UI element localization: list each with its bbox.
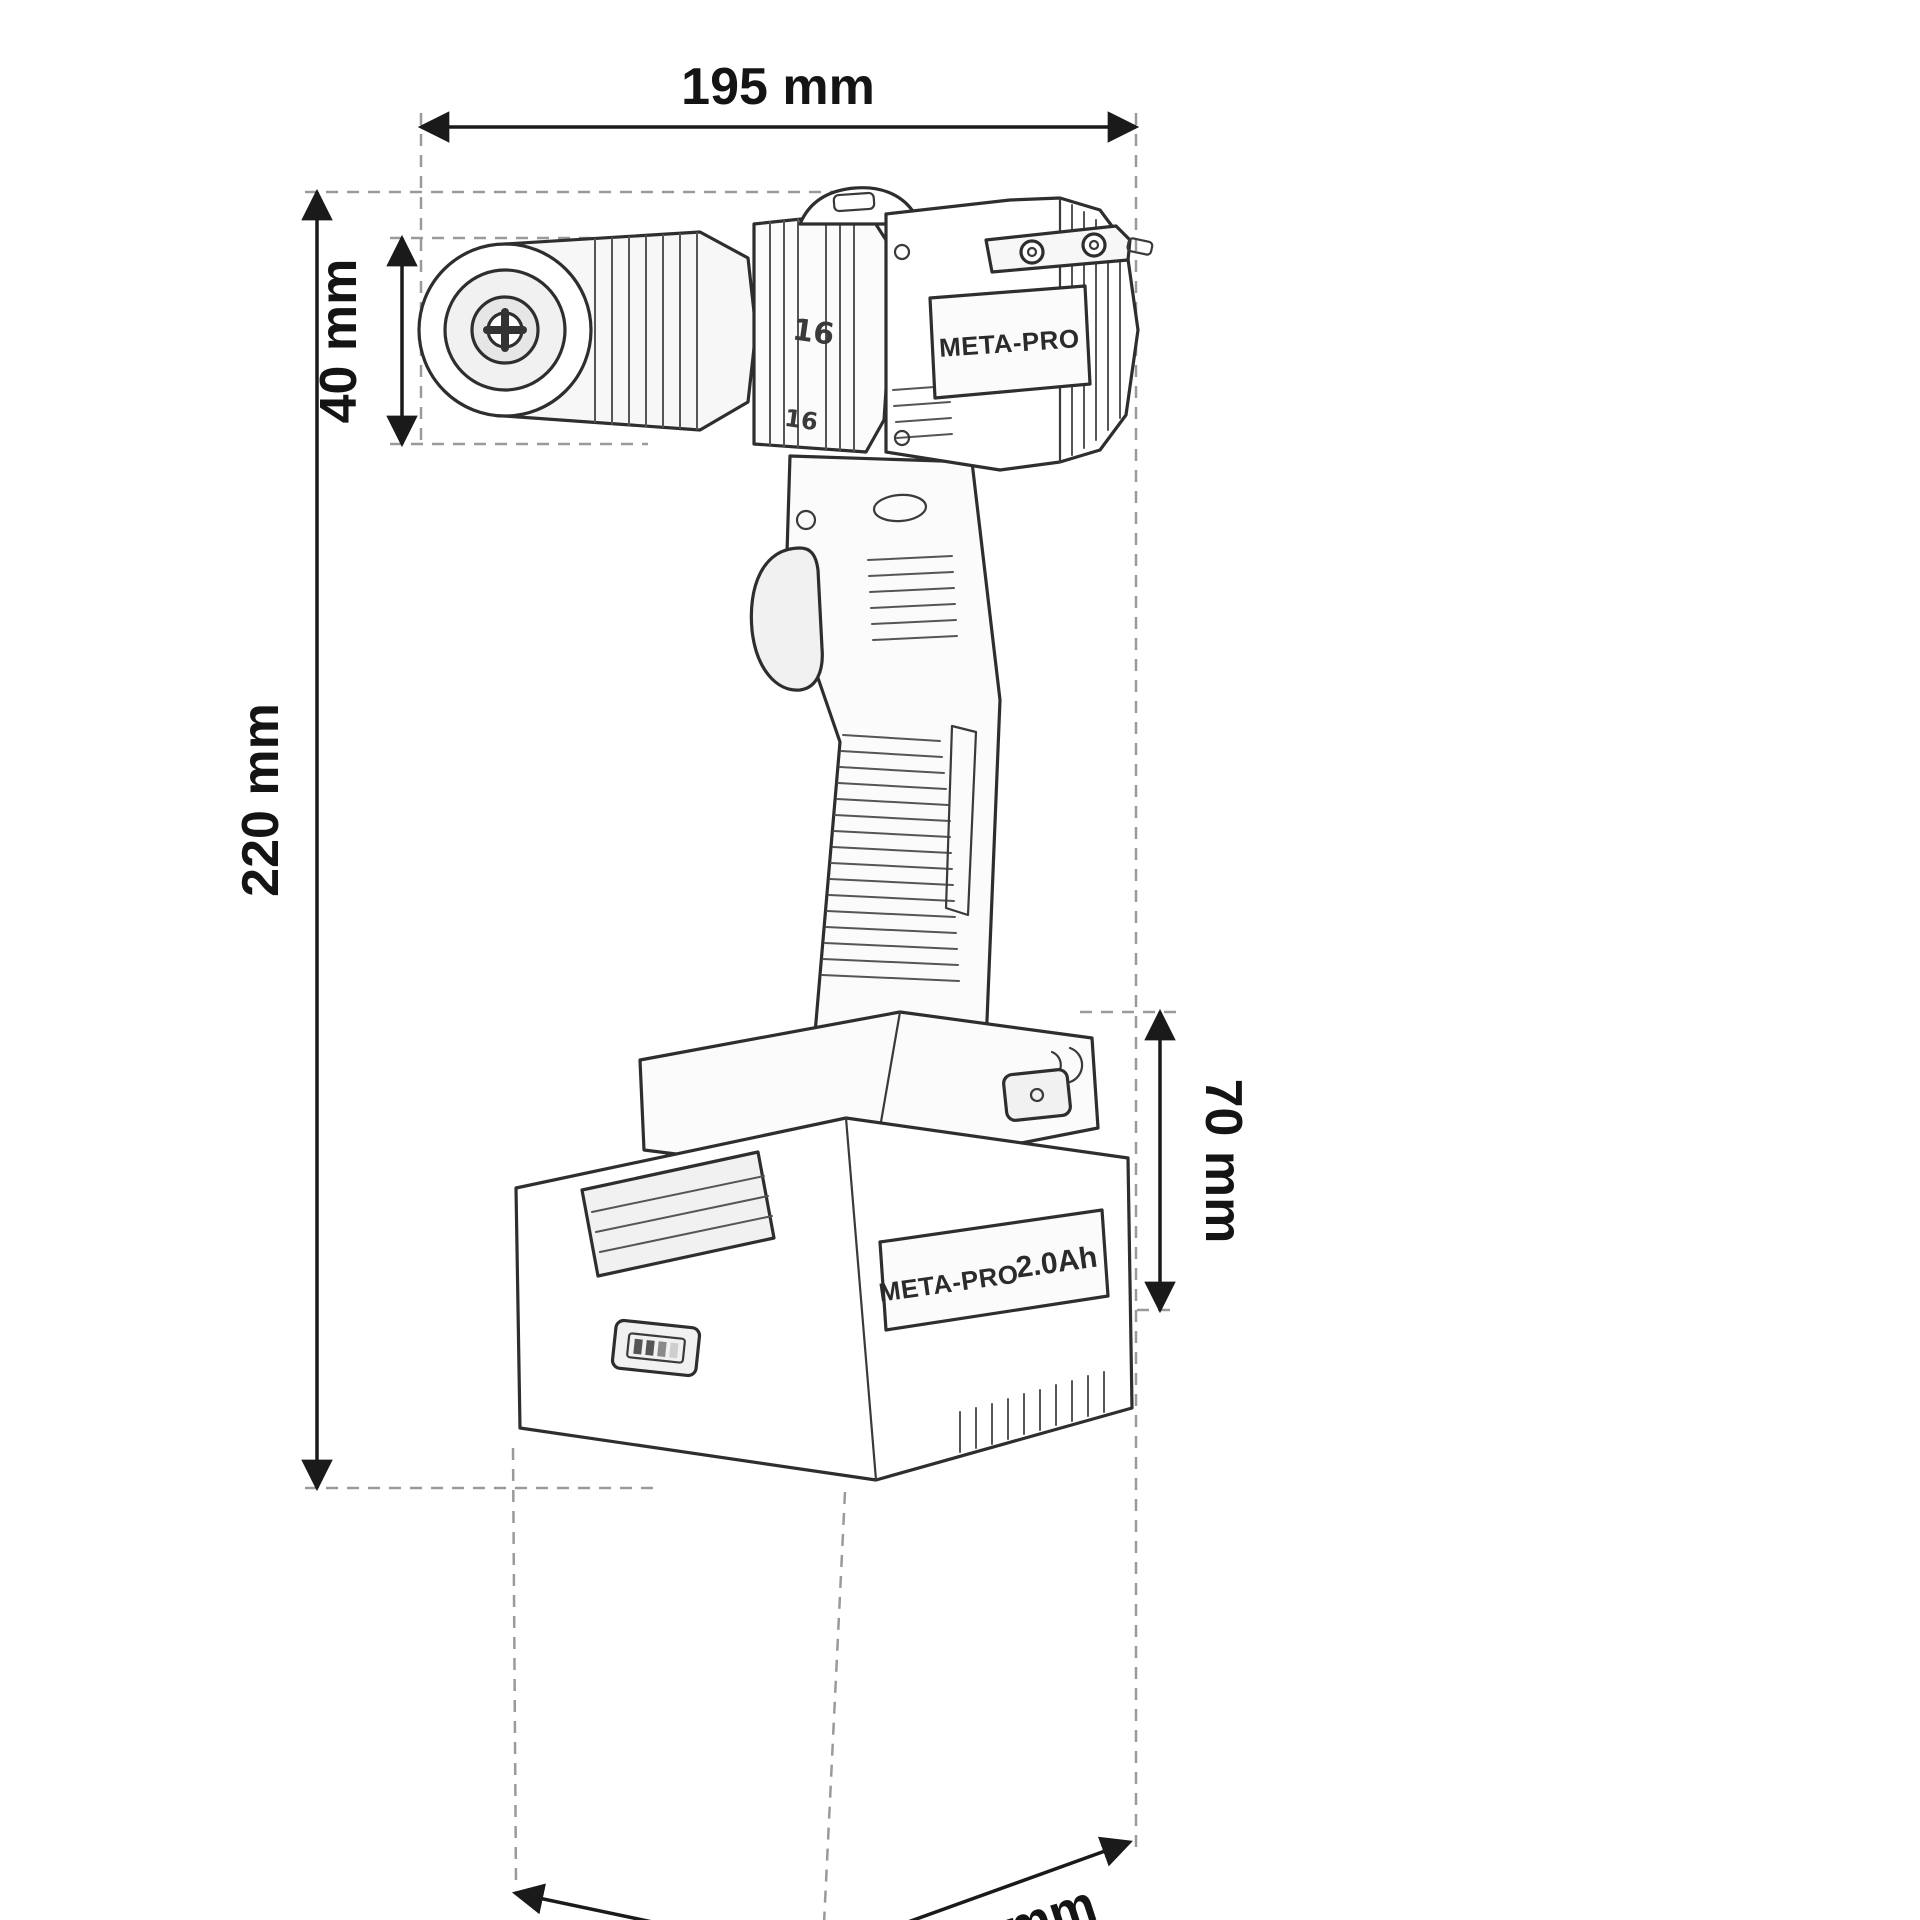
torque-mark-label-secondary: 16 bbox=[783, 404, 820, 436]
trigger bbox=[749, 546, 824, 692]
dimension-label-overall-length: 195 mm bbox=[681, 58, 875, 116]
extension-line bbox=[511, 1447, 518, 1885]
collar-ribs bbox=[769, 213, 855, 452]
dimension-base-depth: 75 mm bbox=[511, 1883, 822, 1920]
torque-mark-label: 16 bbox=[790, 312, 836, 352]
dimension-overall-length: 195 mm bbox=[417, 58, 1140, 143]
battery-label-plate: META-PRO 2.0Ah bbox=[877, 1208, 1110, 1332]
charge-indicator bbox=[610, 1318, 702, 1378]
chuck bbox=[417, 230, 758, 432]
extension-lines bbox=[305, 113, 1176, 1920]
drill-illustration: 16 16 bbox=[417, 186, 1154, 1482]
dimension-overall-height: 220 mm bbox=[232, 188, 333, 1492]
dimension-label-overall-height: 220 mm bbox=[232, 703, 290, 897]
handle-vents bbox=[867, 555, 958, 641]
battery-foot bbox=[638, 1010, 1100, 1178]
dimension-battery-height: 70 mm bbox=[1144, 1008, 1252, 1314]
extension-line bbox=[822, 1491, 847, 1920]
grip-ribs bbox=[821, 734, 960, 982]
torque-collar: 16 16 bbox=[752, 210, 892, 454]
battery-pack: META-PRO 2.0Ah bbox=[514, 1116, 1134, 1482]
handle bbox=[784, 454, 1002, 1047]
dimension-chuck-diameter: 40 mm bbox=[310, 234, 418, 448]
bit-holder bbox=[984, 224, 1154, 274]
chuck-face bbox=[417, 242, 593, 418]
chuck-screw-cross bbox=[483, 308, 527, 352]
motor-brand-plate: META-PRO bbox=[928, 284, 1092, 400]
lanyard-hole bbox=[795, 509, 817, 531]
dimension-base-length: 120 mm bbox=[819, 1836, 1133, 1920]
battery-release-latch bbox=[1002, 1068, 1072, 1122]
direction-switch bbox=[872, 493, 928, 523]
chuck-knurling bbox=[594, 232, 698, 430]
dimension-label-battery-height: 70 mm bbox=[1194, 1079, 1252, 1244]
handle-side-insert bbox=[944, 724, 978, 917]
battery-contact-tray bbox=[580, 1150, 776, 1278]
battery-base-ribs bbox=[959, 1371, 1105, 1453]
